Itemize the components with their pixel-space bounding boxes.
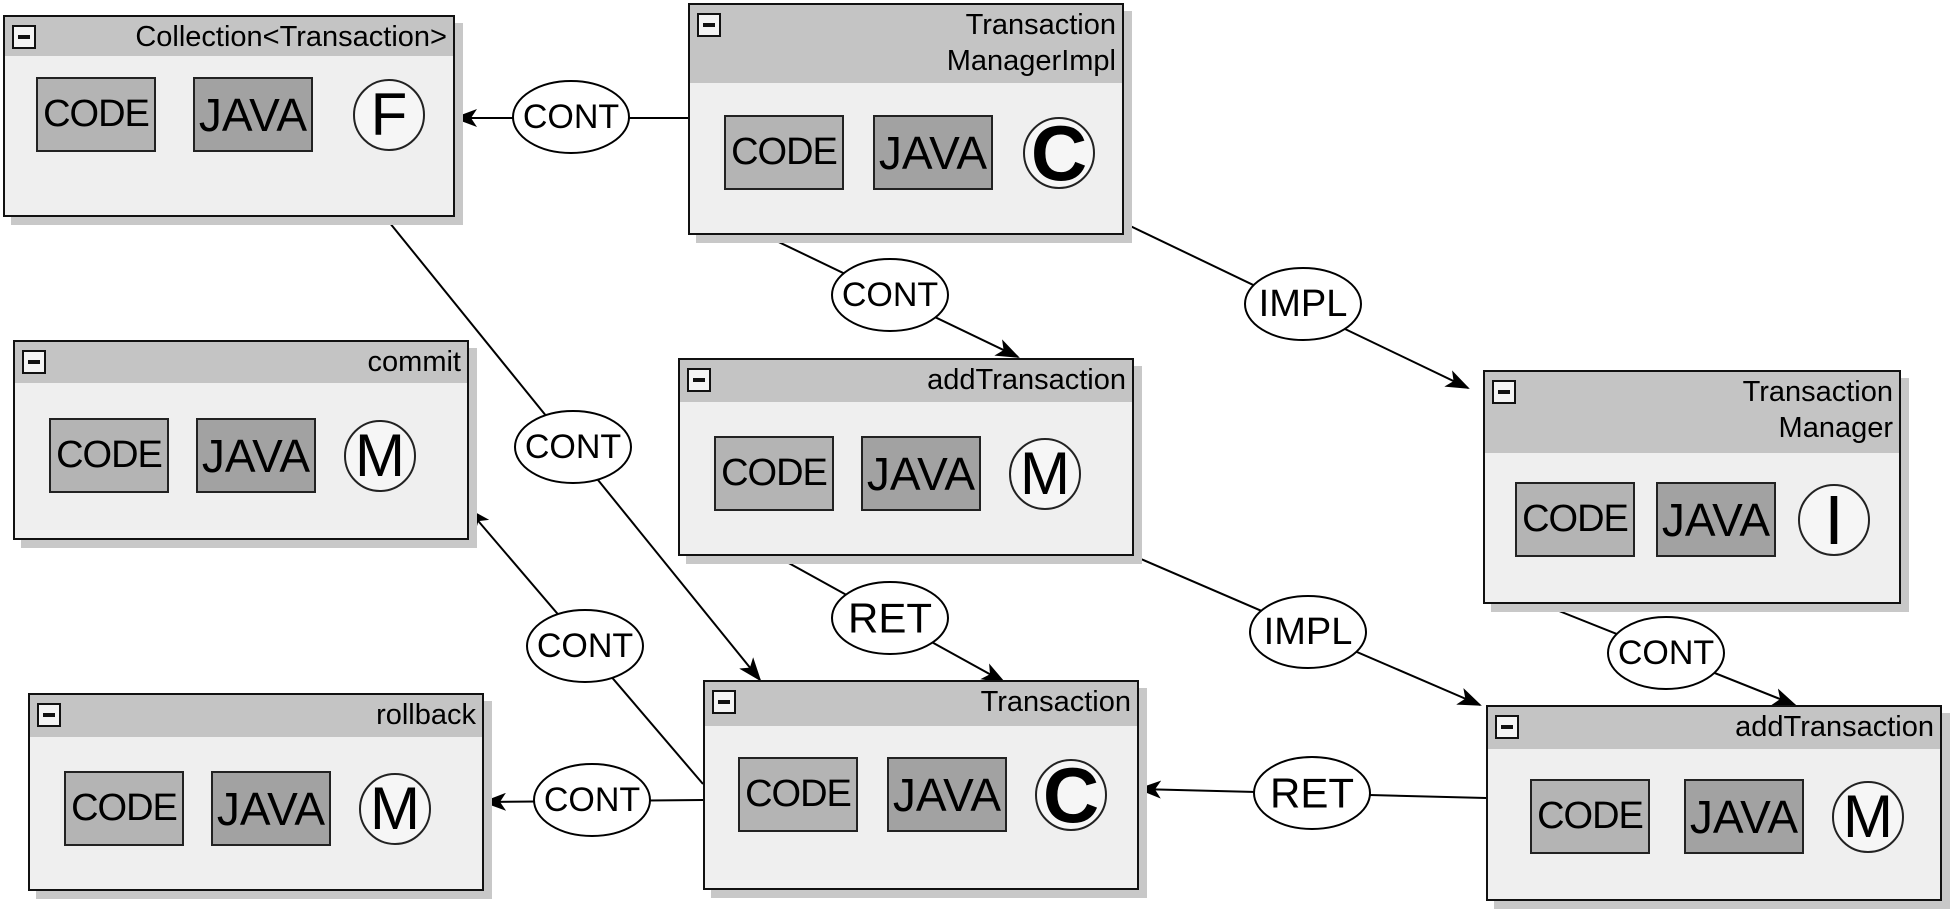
node-title: addTransaction [927, 364, 1126, 396]
collapse-icon[interactable] [687, 368, 711, 392]
edge-label-text: RET [1270, 770, 1354, 817]
java-tag[interactable]: JAVA [211, 771, 331, 846]
code-tag[interactable]: CODE [714, 436, 834, 511]
edge-cont-transaction-to-rollback: CONT [482, 763, 704, 837]
code-tag[interactable]: CODE [64, 771, 184, 846]
collapse-icon[interactable] [712, 690, 736, 714]
edge-label-text: CONT [544, 781, 640, 819]
edge-cont-transaction-manager-impl-to-add-transaction-impl: CONT [761, 233, 1020, 358]
edge-impl-add-transaction-impl-to-add-transaction-interface: IMPL [1133, 555, 1482, 706]
node-header: Transaction ManagerImpl [690, 5, 1122, 83]
node-header: Collection<Transaction> [5, 17, 453, 56]
edge-label-text: CONT [1618, 634, 1714, 672]
java-tag[interactable]: JAVA [1684, 779, 1804, 854]
java-tag[interactable]: JAVA [861, 436, 981, 511]
collapse-icon[interactable] [12, 25, 36, 49]
node-header: rollback [30, 695, 482, 737]
edge-label-text: CONT [842, 276, 938, 314]
edge-cont-transaction-to-commit: CONT [466, 507, 704, 785]
edge-label-text: RET [848, 595, 932, 642]
kind-icon: M [344, 420, 416, 492]
java-tag[interactable]: JAVA [873, 115, 993, 190]
edge-label-text: CONT [525, 428, 621, 466]
edge-label-oval [1607, 616, 1725, 690]
kind-icon: M [1832, 781, 1904, 853]
node-title: Transaction [980, 686, 1131, 718]
collapse-icon[interactable] [22, 350, 46, 374]
edge-label-oval [1244, 267, 1362, 341]
edge-label-oval [514, 410, 632, 484]
collapse-icon[interactable] [1495, 715, 1519, 739]
java-tag[interactable]: JAVA [887, 757, 1007, 832]
code-tag[interactable]: CODE [1530, 779, 1650, 854]
edge-label-text: CONT [537, 627, 633, 665]
node-collection-transaction[interactable]: Collection<Transaction> CODE JAVA F [3, 15, 455, 217]
code-tag[interactable]: CODE [738, 757, 858, 832]
edge-label-oval [512, 80, 630, 154]
node-title: addTransaction [1735, 711, 1934, 743]
collapse-icon[interactable] [1492, 380, 1516, 404]
edge-ret-add-transaction-impl-to-transaction: RET [775, 555, 1006, 683]
collapse-icon[interactable] [37, 703, 61, 727]
edge-label-text: IMPL [1264, 611, 1353, 653]
kind-icon: C [1023, 114, 1095, 192]
edge-cont-transaction-manager-to-add-transaction-interface: CONT [1538, 602, 1797, 706]
edge-label-text: IMPL [1259, 283, 1348, 325]
node-header: commit [15, 342, 467, 383]
node-header: Transaction Manager [1485, 372, 1899, 453]
edge-impl-transaction-manager-impl-to-transaction-manager: IMPL [1123, 222, 1470, 389]
code-tag[interactable]: CODE [724, 115, 844, 190]
node-header: addTransaction [1488, 707, 1940, 749]
node-title: commit [367, 346, 461, 378]
edge-label-oval [1253, 756, 1371, 830]
edge-label-oval [1249, 595, 1367, 669]
code-tag[interactable]: CODE [49, 418, 169, 493]
edge-ret-add-transaction-interface-to-transaction: RET [1137, 756, 1487, 830]
java-tag[interactable]: JAVA [1656, 482, 1776, 557]
edge-cont-collection-transaction-to-transaction: CONT [384, 216, 762, 682]
edge-label-oval [831, 258, 949, 332]
edge-label-oval [526, 609, 644, 683]
java-tag[interactable]: JAVA [193, 77, 313, 152]
kind-icon: I [1798, 484, 1870, 556]
edge-label-oval [831, 581, 949, 655]
edge-label-oval [533, 763, 651, 837]
node-header: addTransaction [680, 360, 1132, 402]
java-tag[interactable]: JAVA [196, 418, 316, 493]
code-tag[interactable]: CODE [36, 77, 156, 152]
kind-icon: M [359, 773, 431, 845]
node-title: Transaction ManagerImpl [946, 9, 1116, 77]
node-title: Collection<Transaction> [135, 21, 447, 53]
node-title: Transaction Manager [1742, 376, 1893, 444]
collapse-icon[interactable] [697, 13, 721, 37]
edge-label-text: CONT [523, 98, 619, 136]
kind-icon: C [1035, 756, 1107, 834]
kind-icon: M [1009, 438, 1081, 510]
node-header: Transaction [705, 682, 1137, 726]
node-title: rollback [376, 699, 476, 731]
edge-cont-transaction-manager-impl-to-collection-transaction: CONT [453, 80, 689, 154]
code-tag[interactable]: CODE [1515, 482, 1635, 557]
kind-icon: F [353, 79, 425, 151]
